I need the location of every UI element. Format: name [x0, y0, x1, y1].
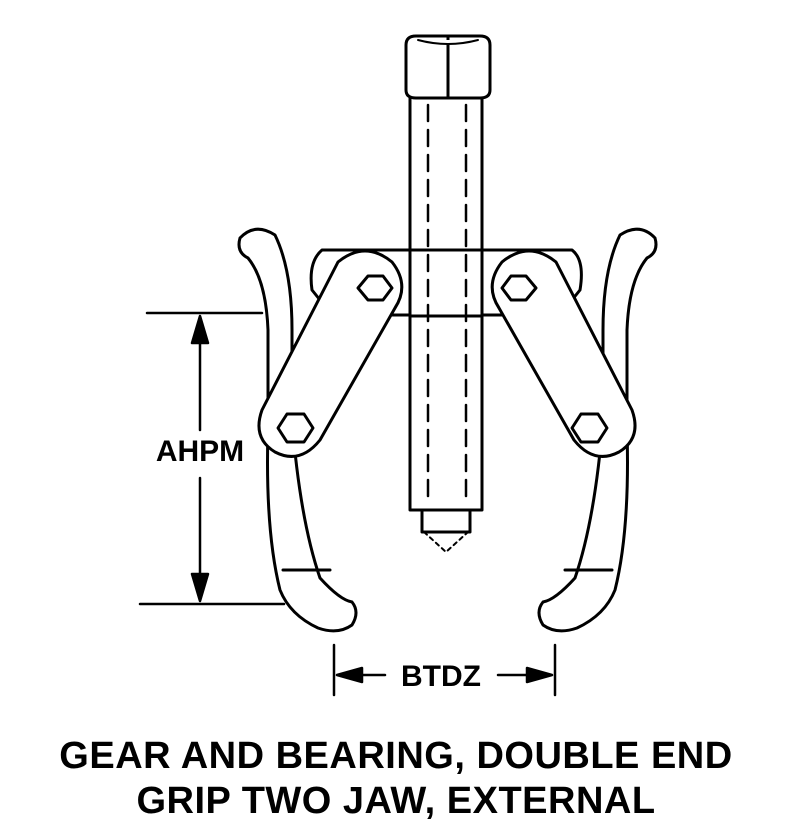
right-upper-hex-bolt [500, 274, 538, 302]
right-lower-hex-bolt [570, 412, 609, 444]
height-arrow-down [190, 572, 210, 603]
width-dimension [332, 643, 557, 697]
caption-line-1: GEAR AND BEARING, DOUBLE END [59, 735, 733, 777]
left-link-arm [257, 249, 404, 458]
left-upper-hex-bolt [356, 274, 394, 302]
height-arrow-up [190, 314, 210, 345]
width-dimension-label: BTDZ [401, 660, 481, 693]
width-arrow-right [525, 666, 554, 684]
width-arrow-left [335, 666, 364, 684]
right-link-arm [490, 249, 637, 458]
height-dimension [138, 311, 286, 606]
forcing-screw [408, 93, 484, 553]
hex-head [404, 34, 492, 100]
left-jaw [237, 227, 358, 633]
right-jaw [537, 227, 658, 633]
height-dimension-label: AHPM [156, 435, 244, 468]
caption-line-2: GRIP TWO JAW, EXTERNAL [136, 780, 656, 822]
left-lower-hex-bolt [276, 412, 315, 444]
